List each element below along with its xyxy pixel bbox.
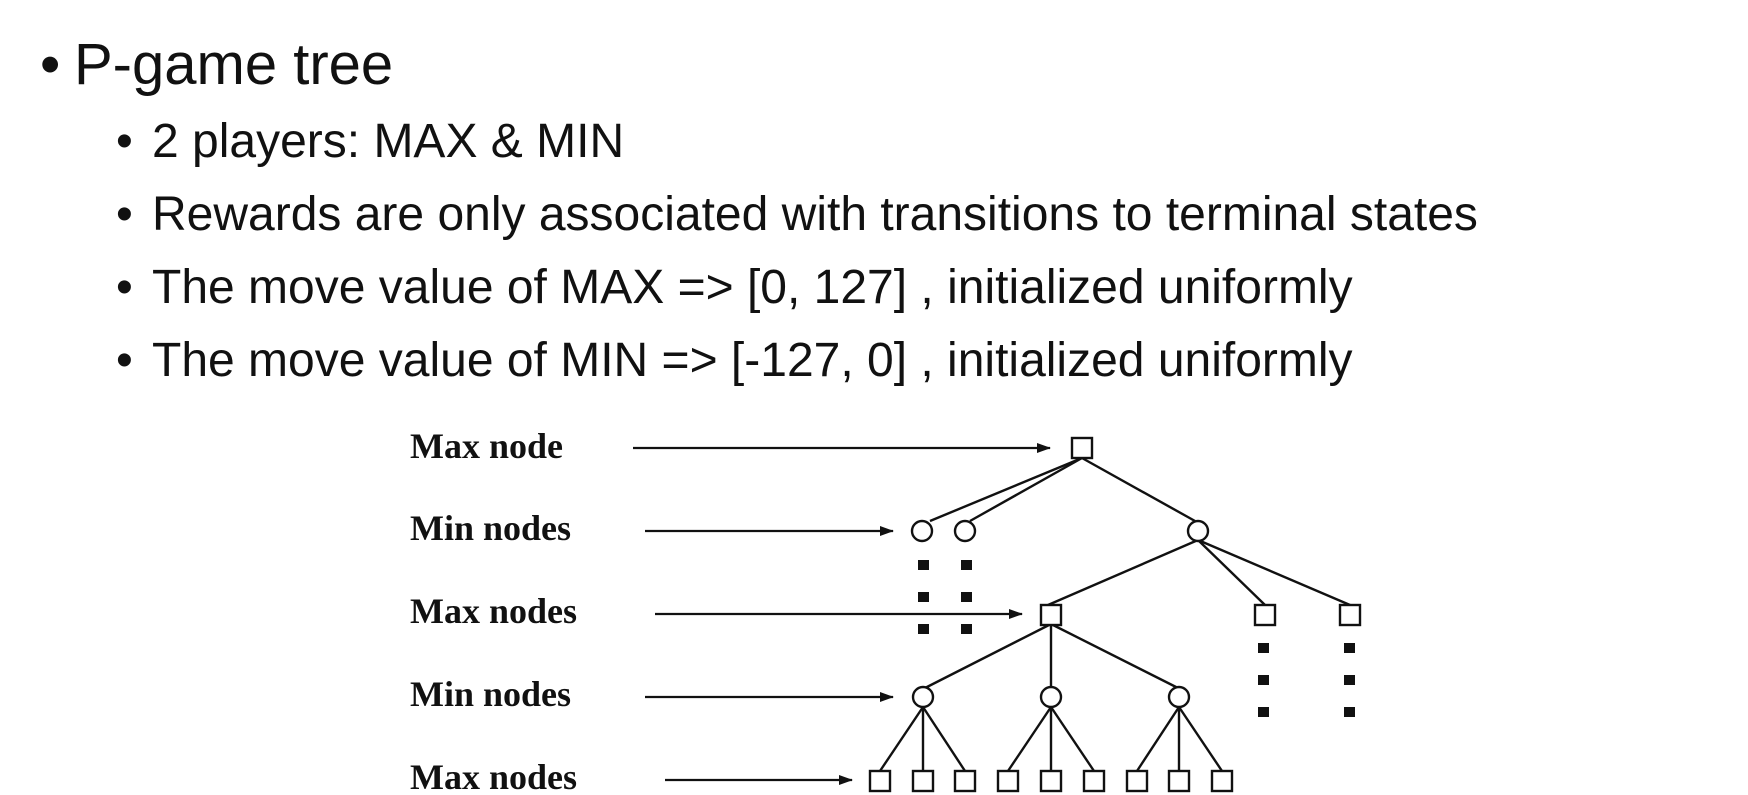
label-min-nodes-2: Min nodes	[410, 674, 571, 714]
min-node	[1186, 519, 1210, 543]
max-node-leaf	[1082, 769, 1106, 793]
bullet-dot: •	[40, 32, 61, 97]
max-node-leaf	[911, 769, 935, 793]
title-text: P-game tree	[74, 32, 394, 97]
bullet-dot: •	[116, 188, 133, 241]
label-max-nodes-2: Max nodes	[410, 757, 577, 795]
continuation-dots	[918, 560, 1355, 717]
bullet-title: •P-game tree	[40, 36, 393, 94]
min-node	[1167, 685, 1191, 709]
sub-bullet-text: The move value of MAX => [0, 127] , init…	[152, 261, 1353, 314]
bullet-dot: •	[116, 115, 133, 168]
bullet-dot: •	[116, 334, 133, 387]
max-nodes	[868, 436, 1362, 793]
min-node	[910, 519, 934, 543]
max-node-root	[1070, 436, 1094, 460]
sub-bullet-text: The move value of MIN => [-127, 0] , ini…	[152, 334, 1353, 387]
min-node	[1039, 685, 1063, 709]
label-max-nodes-1: Max nodes	[410, 591, 577, 631]
sub-bullet-min-value: • The move value of MIN => [-127, 0] , in…	[116, 337, 1353, 385]
min-node	[911, 685, 935, 709]
max-node-leaf	[953, 769, 977, 793]
sub-bullet-max-value: • The move value of MAX => [0, 127] , ini…	[116, 264, 1353, 312]
max-node-leaf	[1210, 769, 1234, 793]
max-node-leaf	[996, 769, 1020, 793]
max-node-leaf	[1167, 769, 1191, 793]
max-node	[1253, 603, 1277, 627]
tree-edges	[879, 456, 1351, 772]
label-min-nodes-1: Min nodes	[410, 508, 571, 548]
max-node	[1039, 603, 1063, 627]
min-nodes	[910, 519, 1210, 709]
max-node	[1338, 603, 1362, 627]
sub-bullet-rewards: • Rewards are only associated with transi…	[116, 191, 1478, 239]
sub-bullet-players: • 2 players: MAX & MIN	[116, 118, 624, 166]
max-node-leaf	[1125, 769, 1149, 793]
max-node-leaf	[868, 769, 892, 793]
sub-bullet-text: Rewards are only associated with transit…	[152, 188, 1478, 241]
label-max-node: Max node	[410, 426, 563, 466]
bullet-dot: •	[116, 261, 133, 314]
pointer-arrows	[633, 443, 1051, 785]
min-node	[953, 519, 977, 543]
max-node-leaf	[1039, 769, 1063, 793]
sub-bullet-text: 2 players: MAX & MIN	[152, 115, 625, 168]
